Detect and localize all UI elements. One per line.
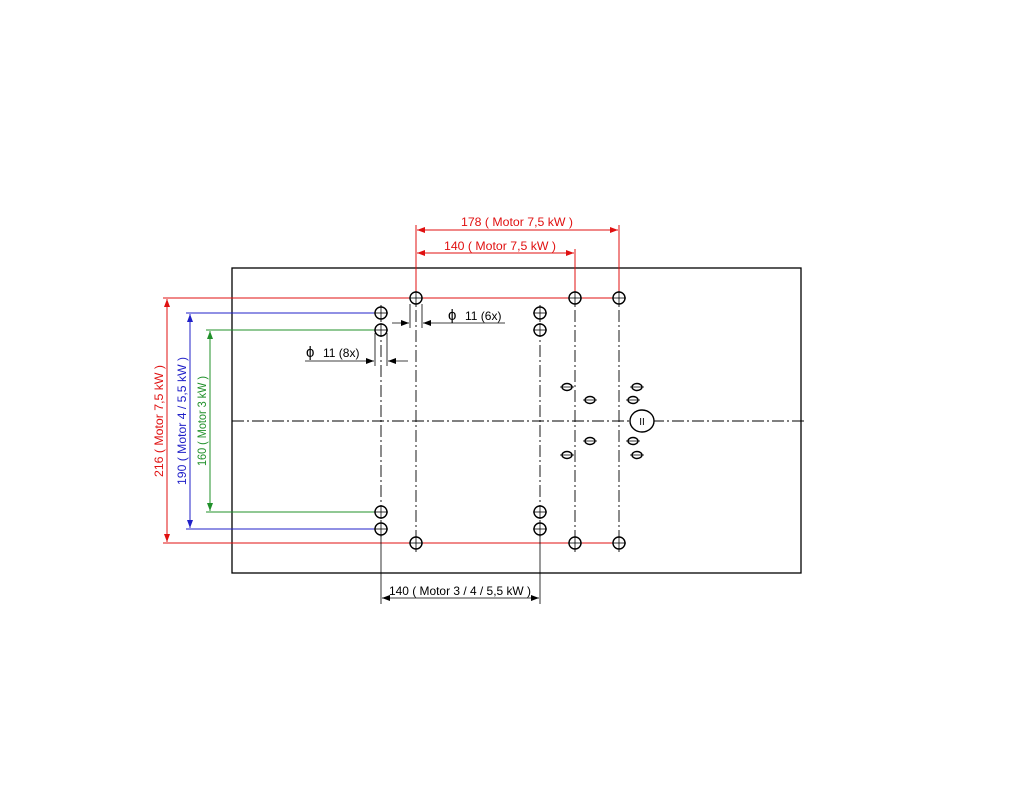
mounting-hole [568,536,582,550]
dimension-4-5-5kw: 190 ( Motor 4 / 5,5 kW ) [175,312,381,530]
dim-left-216: 216 ( Motor 7,5 kW ) [152,365,166,477]
mounting-hole [612,291,626,305]
mounting-hole [374,323,388,337]
mounting-hole [533,306,547,320]
gearbox-slots [560,382,644,460]
mounting-hole [409,536,423,550]
mounting-hole [374,505,388,519]
hole-callout-8x: ϕ 11 (8x) [305,333,408,366]
mounting-holes [374,291,626,550]
hole-6x-label: 11 (6x) [465,309,501,323]
dim-left-190: 190 ( Motor 4 / 5,5 kW ) [175,357,189,485]
mounting-hole [568,291,582,305]
mounting-hole [409,291,423,305]
mounting-hole [374,306,388,320]
dimension-7-5kw: 178 ( Motor 7,5 kW ) 140 ( Motor 7,5 kW … [152,215,625,544]
hole-8x-label: 11 (8x) [323,346,359,360]
dimension-3kw: 160 ( Motor 3 kW ) [195,329,381,513]
mounting-hole [533,323,547,337]
mounting-hole [612,536,626,550]
dim-top-140: 140 ( Motor 7,5 kW ) [444,239,556,253]
dim-left-160: 160 ( Motor 3 kW ) [195,376,209,466]
center-lines [232,290,806,552]
mounting-hole [374,522,388,536]
mounting-hole [533,505,547,519]
dim-top-178: 178 ( Motor 7,5 kW ) [461,215,573,229]
mounting-hole [533,522,547,536]
dimension-bottom-140: 140 ( Motor 3 / 4 / 5,5 kW ) [380,529,541,604]
base-plate-outline [231,267,802,574]
dim-bottom-140: 140 ( Motor 3 / 4 / 5,5 kW ) [389,584,531,598]
shaft-circle: II [629,409,655,433]
shaft-mark: II [639,417,645,428]
phi-symbol: ϕ [306,344,314,361]
phi-symbol: ϕ [448,307,456,324]
hole-callout-6x: ϕ 11 (6x) [392,304,505,328]
